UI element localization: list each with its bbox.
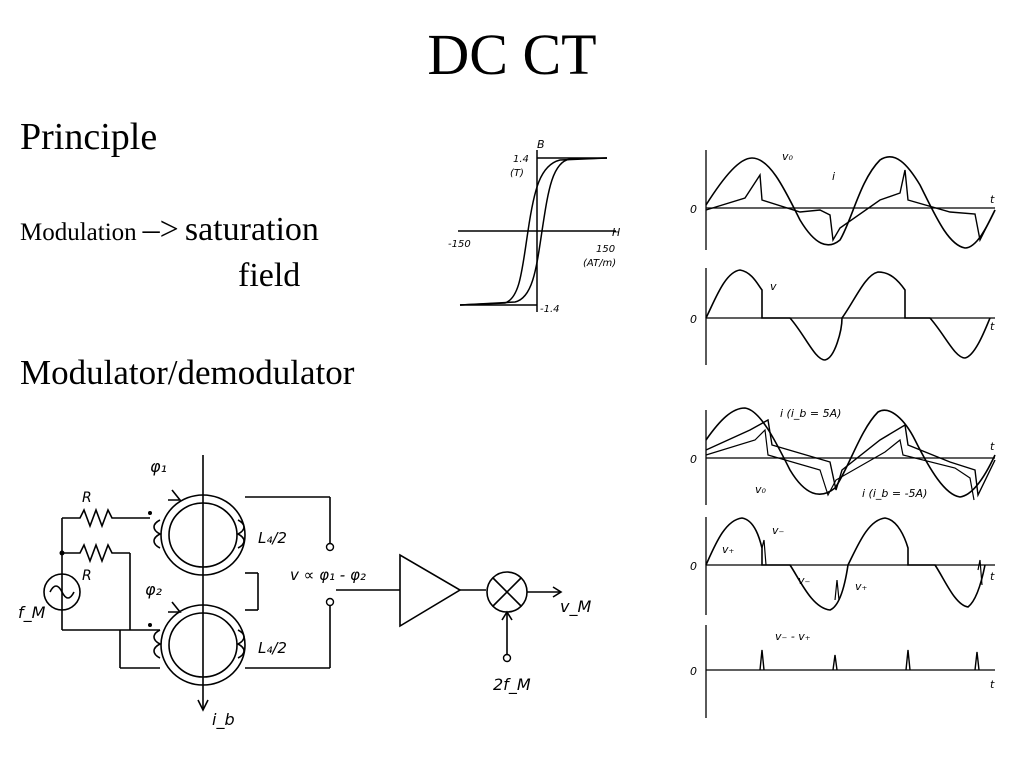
winding-2-right — [236, 629, 245, 659]
h-unit-label: (AT/m) — [583, 258, 616, 269]
panel4-zero: 0 — [690, 560, 697, 573]
h-max-label: 150 — [596, 244, 615, 255]
hysteresis-loop — [459, 157, 608, 306]
panel1-zero: 0 — [690, 203, 697, 216]
ib-label: i_b — [212, 710, 235, 730]
waveform-panel-2: 0 t v — [690, 268, 995, 365]
panel1-current — [705, 169, 996, 243]
panel5-t-axis: t — [990, 678, 995, 691]
b-axis-label: B — [537, 138, 545, 151]
two-fm-label: 2f_M — [493, 675, 531, 695]
modulator-heading: Modulator/demodulator — [20, 353, 355, 392]
h-axis-label: H — [612, 226, 620, 239]
vm-label: v_M — [560, 597, 591, 617]
fm-label: f_M — [18, 603, 46, 623]
ib-arrow — [197, 699, 209, 712]
slide-title: DC CT — [427, 22, 597, 87]
panel4-signal — [705, 517, 986, 611]
panel2-signal — [705, 269, 991, 361]
panel1-v0-label: v₀ — [782, 150, 794, 163]
l1-label: L₄/2 — [258, 529, 287, 547]
r1-label: R — [82, 490, 92, 506]
panel4-vminus2-label: v₋ — [798, 574, 811, 587]
phi2-label: φ₂ — [145, 580, 163, 599]
l2-label: L₄/2 — [258, 639, 287, 657]
panel1-sine — [705, 156, 996, 249]
panel1-t-axis: t — [990, 193, 995, 206]
panel3-sine — [705, 407, 996, 498]
core-1 — [160, 494, 246, 576]
waveform-panel-3: 0 t i (i_b = 5A) v₀ i (i_b = -5A) — [690, 407, 996, 505]
modulation-target-field: field — [238, 257, 301, 294]
arrow-symbol: –> — [142, 211, 179, 248]
panel4-spikes — [761, 539, 983, 601]
phi1-label: φ₁ — [150, 457, 167, 476]
panel3-t-axis: t — [990, 440, 995, 453]
panel4-vplus-label: v₊ — [722, 543, 735, 556]
panel3-v0-label: v₀ — [755, 483, 767, 496]
b-max-label: 1.4 — [513, 154, 529, 165]
panel5-spikes — [759, 649, 980, 671]
winding-1-left — [153, 519, 162, 549]
winding-1-right — [236, 519, 245, 549]
panel3-zero: 0 — [690, 453, 697, 466]
panel2-v-label: v — [770, 280, 777, 293]
phi1-arrow — [168, 489, 182, 501]
r2-label: R — [82, 568, 92, 584]
panel1-i-label: i — [832, 170, 835, 183]
waveform-panel-1: 0 t v₀ i — [690, 150, 996, 250]
ac-source — [43, 573, 81, 611]
panel4-vminus-label: v₋ — [772, 524, 785, 537]
panel4-t-axis: t — [990, 570, 995, 583]
h-min-label: -150 — [448, 239, 471, 250]
panel3-i-minus-label: i (i_b = -5A) — [862, 487, 927, 500]
winding-2-left — [153, 629, 162, 659]
waveform-panel-4: 0 t v₋ v₊ v₋ v₊ — [690, 517, 995, 615]
panel2-zero: 0 — [690, 313, 697, 326]
modulation-line: Modulation–>saturation — [20, 210, 319, 253]
principle-heading: Principle — [20, 116, 158, 158]
terminal-dots — [59, 511, 512, 663]
panel4-vplus2-label: v₊ — [855, 580, 868, 593]
amplifier — [399, 553, 462, 628]
b-min-label: -1.4 — [540, 304, 560, 315]
core-2 — [160, 604, 246, 686]
resistor-2 — [62, 542, 130, 564]
panel3-current-neg — [705, 428, 975, 501]
modulation-target: saturation — [184, 211, 319, 248]
circuit-wires — [43, 455, 563, 712]
b-unit-label: (T) — [510, 168, 524, 179]
resistor-1 — [62, 507, 150, 529]
panel5-zero: 0 — [690, 665, 697, 678]
phi2-arrow — [168, 601, 182, 613]
panel5-diff-label: v₋ - v₊ — [775, 630, 811, 643]
panel2-t-axis: t — [990, 320, 995, 333]
panel3-current-pos — [705, 418, 996, 498]
v-proportional-label: v ∝ φ₁ - φ₂ — [290, 566, 366, 584]
panel3-i-plus-label: i (i_b = 5A) — [780, 407, 841, 420]
waveform-panel-5: 0 t v₋ - v₊ — [690, 625, 995, 718]
modulation-label: Modulation — [20, 219, 137, 246]
